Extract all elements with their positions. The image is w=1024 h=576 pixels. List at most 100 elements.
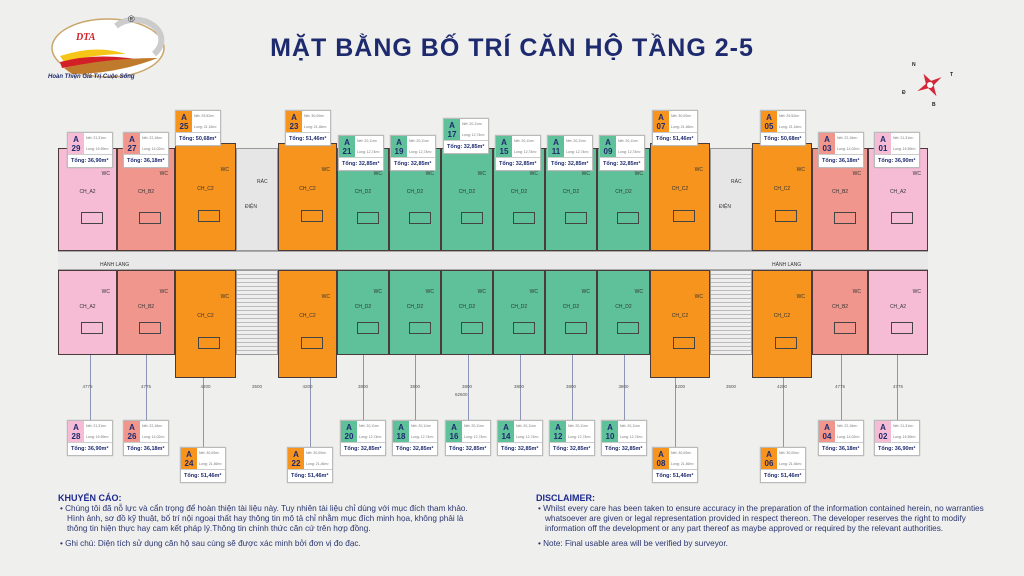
ceiling-spec bbox=[617, 211, 640, 224]
unit-06[interactable]: CH_C2 WC bbox=[752, 270, 812, 378]
dimension-label: 3500 bbox=[251, 384, 262, 389]
net-area: Nét: 20,11m² bbox=[359, 424, 379, 429]
inner-area: Lọng: 15,59m² bbox=[86, 146, 109, 151]
dimension-label: 3800 bbox=[618, 384, 629, 389]
total-area: Tổng: 36,18m² bbox=[822, 446, 860, 452]
unit-25[interactable]: CH_C2 WC bbox=[175, 143, 236, 251]
wc-label: WC bbox=[101, 171, 110, 178]
dimension-label: 4775 bbox=[82, 384, 93, 389]
ceiling-spec bbox=[833, 211, 856, 224]
inner-area: Lọng: 14,02m² bbox=[142, 434, 165, 439]
leader-line bbox=[841, 355, 842, 420]
unit-26[interactable]: CH_B2 WC bbox=[117, 270, 175, 355]
compass-n: N bbox=[912, 62, 916, 68]
core-right: RÁC ĐIỆN bbox=[710, 148, 752, 251]
inner-area: Lọng: 14,02m² bbox=[837, 146, 860, 151]
net-area: Nét: 20,11m² bbox=[618, 139, 638, 144]
total-area: Tổng: 51,46m² bbox=[656, 473, 694, 479]
ceiling-spec bbox=[617, 322, 640, 335]
note-item: • Whilst every care has been taken to en… bbox=[538, 504, 984, 533]
net-area: Nét: 20,11m² bbox=[516, 424, 536, 429]
wc-label: WC bbox=[694, 167, 703, 174]
net-area: Nét: 22,16m² bbox=[142, 424, 163, 429]
leader-line bbox=[783, 378, 784, 447]
wc-label: WC bbox=[852, 289, 861, 296]
notes-heading: KHUYẾN CÁO: bbox=[58, 493, 122, 503]
leader-line bbox=[468, 355, 469, 420]
total-area: Tổng: 50,68m² bbox=[179, 136, 217, 142]
room-label: CH_C2 bbox=[197, 186, 214, 193]
logo-slogan: Hoàn Thiện Giá Trị Cuộc Sống bbox=[48, 74, 135, 80]
ceiling-spec bbox=[673, 336, 696, 349]
net-area: Nét: 20,11m² bbox=[514, 139, 534, 144]
unit-28[interactable]: CH_A2 WC bbox=[58, 270, 117, 355]
garbage-room-label: RÁC bbox=[257, 179, 268, 185]
total-area: Tổng: 32,85m² bbox=[447, 144, 485, 150]
unit-18[interactable]: CH_D2 WC bbox=[389, 270, 441, 355]
unit-07[interactable]: CH_C2 WC bbox=[650, 143, 710, 251]
unit-24[interactable]: CH_C2 WC bbox=[175, 270, 236, 378]
unit-05[interactable]: CH_C2 WC bbox=[752, 143, 812, 251]
ceiling-spec bbox=[891, 322, 914, 335]
inner-area: Lọng: 12,74m² bbox=[409, 149, 432, 154]
unit-12[interactable]: CH_D2 WC bbox=[545, 270, 597, 355]
ceiling-spec bbox=[409, 322, 431, 335]
unit-22[interactable]: CH_C2 WC bbox=[278, 270, 337, 378]
ceiling-spec bbox=[461, 322, 483, 335]
inner-area: Lọng: 14,02m² bbox=[837, 434, 860, 439]
room-label: CH_D2 bbox=[406, 189, 424, 196]
net-area: Nét: 29,52m² bbox=[194, 114, 215, 119]
dta-logo: DTA bbox=[51, 16, 165, 78]
leader-line bbox=[90, 355, 91, 420]
wc-label: WC bbox=[220, 167, 229, 174]
inner-area: Lọng: 12,74m² bbox=[566, 149, 589, 154]
total-area: Tổng: 36,18m² bbox=[127, 158, 165, 164]
total-area: Tổng: 51,46m² bbox=[656, 136, 694, 142]
unit-17[interactable]: CH_D2 WC bbox=[441, 148, 493, 251]
ceiling-spec bbox=[891, 211, 914, 224]
unit-08[interactable]: CH_C2 WC bbox=[650, 270, 710, 378]
electric-room-label: ĐIỆN bbox=[719, 204, 731, 210]
svg-text:DTA: DTA bbox=[75, 32, 96, 43]
leader-line bbox=[572, 355, 573, 420]
unit-04[interactable]: CH_B2 WC bbox=[812, 270, 868, 355]
inner-area: Lọng: 15,59m² bbox=[893, 434, 916, 439]
inner-area: Lọng: 15,59m² bbox=[86, 434, 109, 439]
unit-10[interactable]: CH_D2 WC bbox=[597, 270, 650, 355]
unit-14[interactable]: CH_D2 WC bbox=[493, 270, 545, 355]
dimension-label: 4200 bbox=[674, 384, 685, 389]
ceiling-spec bbox=[198, 336, 221, 349]
leader-line bbox=[675, 378, 676, 447]
unit-20[interactable]: CH_D2 WC bbox=[337, 270, 389, 355]
unit-16[interactable]: CH_D2 WC bbox=[441, 270, 493, 355]
total-area: Tổng: 32,85m² bbox=[449, 446, 487, 452]
wc-label: WC bbox=[912, 289, 921, 296]
total-area: Tổng: 50,68m² bbox=[764, 136, 802, 142]
wc-label: WC bbox=[796, 167, 805, 174]
unit-23[interactable]: CH_C2 WC bbox=[278, 143, 337, 251]
ceiling-spec bbox=[139, 322, 162, 335]
room-label: CH_D2 bbox=[510, 189, 528, 196]
wc-label: WC bbox=[373, 289, 382, 296]
unit-02[interactable]: CH_A2 WC bbox=[868, 270, 928, 355]
